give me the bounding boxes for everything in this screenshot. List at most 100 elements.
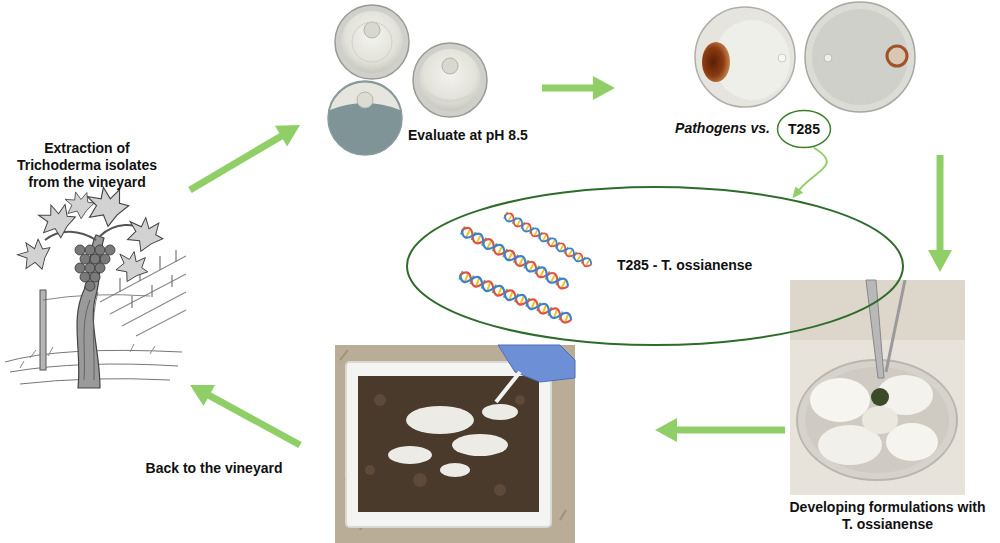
vine-sketch: [90, 272, 100, 282]
soil-tray-photo: [388, 446, 432, 464]
vine-sketch: [95, 263, 105, 273]
soil-tray-photo: [496, 372, 520, 402]
petri-dishes: [341, 11, 403, 73]
arrow-head: [655, 418, 677, 442]
connector-line: [798, 148, 827, 192]
formulation-photo: [797, 360, 957, 480]
connector-line: [542, 84, 597, 91]
soil-tray-photo: [365, 465, 375, 475]
vine-sketch: [5, 187, 186, 388]
dual-culture-plates: [702, 42, 730, 82]
soil-tray-photo: [365, 394, 525, 496]
caption-text: Extraction of Trichoderma isolates from …: [2, 140, 172, 191]
formulation-photo: [790, 280, 965, 495]
flow-arrow: [190, 385, 300, 445]
stage-node: Back to the vineyard: [300, 340, 655, 543]
vine-sketch: [105, 245, 115, 255]
ellipse-outline: [407, 187, 903, 345]
petri-dishes: [413, 43, 487, 117]
formulation-photo: [886, 280, 905, 372]
vine-sketch: [85, 281, 95, 291]
dual-culture-plates: [812, 9, 908, 105]
caption-text: Pathogens vs.: [635, 120, 770, 137]
connector-line: [673, 426, 785, 433]
flow-arrow: [542, 76, 615, 100]
stage-node: Evaluate at pH 8.5: [300, 3, 542, 150]
flow-arrow: [190, 125, 300, 190]
petri-dishes: [442, 58, 458, 74]
caption-text: T285: [788, 121, 820, 138]
petri-dishes: [335, 5, 409, 79]
vine-sketch: [75, 263, 85, 273]
vine-sketch: [75, 245, 85, 255]
soil-tray-photo: [413, 473, 427, 487]
soil-tray-photo: [374, 394, 386, 406]
soil-tray-photo: [440, 463, 470, 477]
vine-sketch: [112, 247, 153, 287]
stage-node: Pathogens vs. T285: [615, 3, 955, 155]
vine-sketch: [14, 234, 56, 275]
stage-node: Extraction of Trichoderma isolates from …: [2, 138, 190, 390]
petri-dishes: [352, 22, 392, 62]
dual-culture-plates: [695, 2, 915, 112]
caption-text: Back to the vineyard: [130, 460, 298, 477]
vine-sketch: [87, 187, 128, 226]
dna-helices: [503, 211, 593, 268]
formulation-photo: [866, 280, 884, 378]
petri-dishes: [330, 82, 400, 110]
vine-sketch: [100, 256, 186, 336]
dual-culture-plates: [778, 54, 786, 62]
soil-tray-photo: [335, 345, 575, 543]
petri-dishes: [328, 81, 402, 155]
connector-line: [190, 134, 284, 190]
dual-culture-plates: [824, 54, 832, 62]
arrow-head: [190, 385, 215, 406]
formulation-photo: [862, 406, 898, 434]
vine-sketch: [84, 292, 98, 380]
petri-dishes: [364, 22, 380, 38]
soil-tray-photo: [358, 376, 539, 512]
connector-line: [206, 394, 300, 445]
vine-sketch: [95, 245, 105, 255]
soil-tray-photo: [515, 395, 525, 405]
soil-tray-photo: [346, 362, 551, 527]
soil-tray-photo: [482, 404, 518, 420]
stage-node: Developing formulations with T. ossianen…: [785, 272, 990, 540]
caption-text: T285 - T. ossianense: [617, 257, 752, 274]
dual-culture-plates: [805, 2, 915, 112]
soil-tray-photo: [494, 484, 506, 496]
petri-dishes: [425, 92, 476, 101]
flow-arrow: [793, 148, 827, 199]
formulation-photo: [871, 388, 889, 406]
formulation-photo: [805, 367, 949, 473]
arrow-head: [928, 250, 952, 272]
connector-line: [936, 155, 943, 254]
genome-ellipse: T285 - T. ossianense: [405, 185, 905, 347]
dna-helices: [458, 270, 573, 324]
vine-sketch: [40, 290, 46, 370]
dual-culture-plates: [695, 7, 795, 107]
highlight-circle: T285: [776, 109, 832, 149]
flow-arrow: [655, 418, 785, 442]
vine-sketch: [85, 263, 95, 273]
caption-text: Developing formulations with T. ossianen…: [785, 499, 990, 533]
soil-tray-photo: [388, 404, 518, 477]
arrow-head: [593, 76, 615, 100]
dual-culture-plates: [887, 46, 907, 66]
soil-tray-photo: [335, 345, 575, 543]
petri-dishes: [357, 92, 373, 108]
formulation-photo: [790, 280, 965, 495]
arrow-head: [793, 187, 804, 199]
vine-sketch: [123, 214, 167, 256]
dna-helices: [460, 226, 571, 291]
vine-sketch: [100, 254, 110, 264]
soil-tray-photo: [452, 434, 508, 456]
vine-sketch: [80, 272, 90, 282]
soil-tray-photo: [406, 406, 474, 434]
arrow-head: [275, 125, 300, 147]
vine-sketch: [75, 245, 115, 291]
formulation-photo: [810, 378, 870, 422]
vine-sketch: [80, 254, 90, 264]
flow-arrow: [928, 155, 952, 272]
dna-helices: [458, 211, 593, 324]
